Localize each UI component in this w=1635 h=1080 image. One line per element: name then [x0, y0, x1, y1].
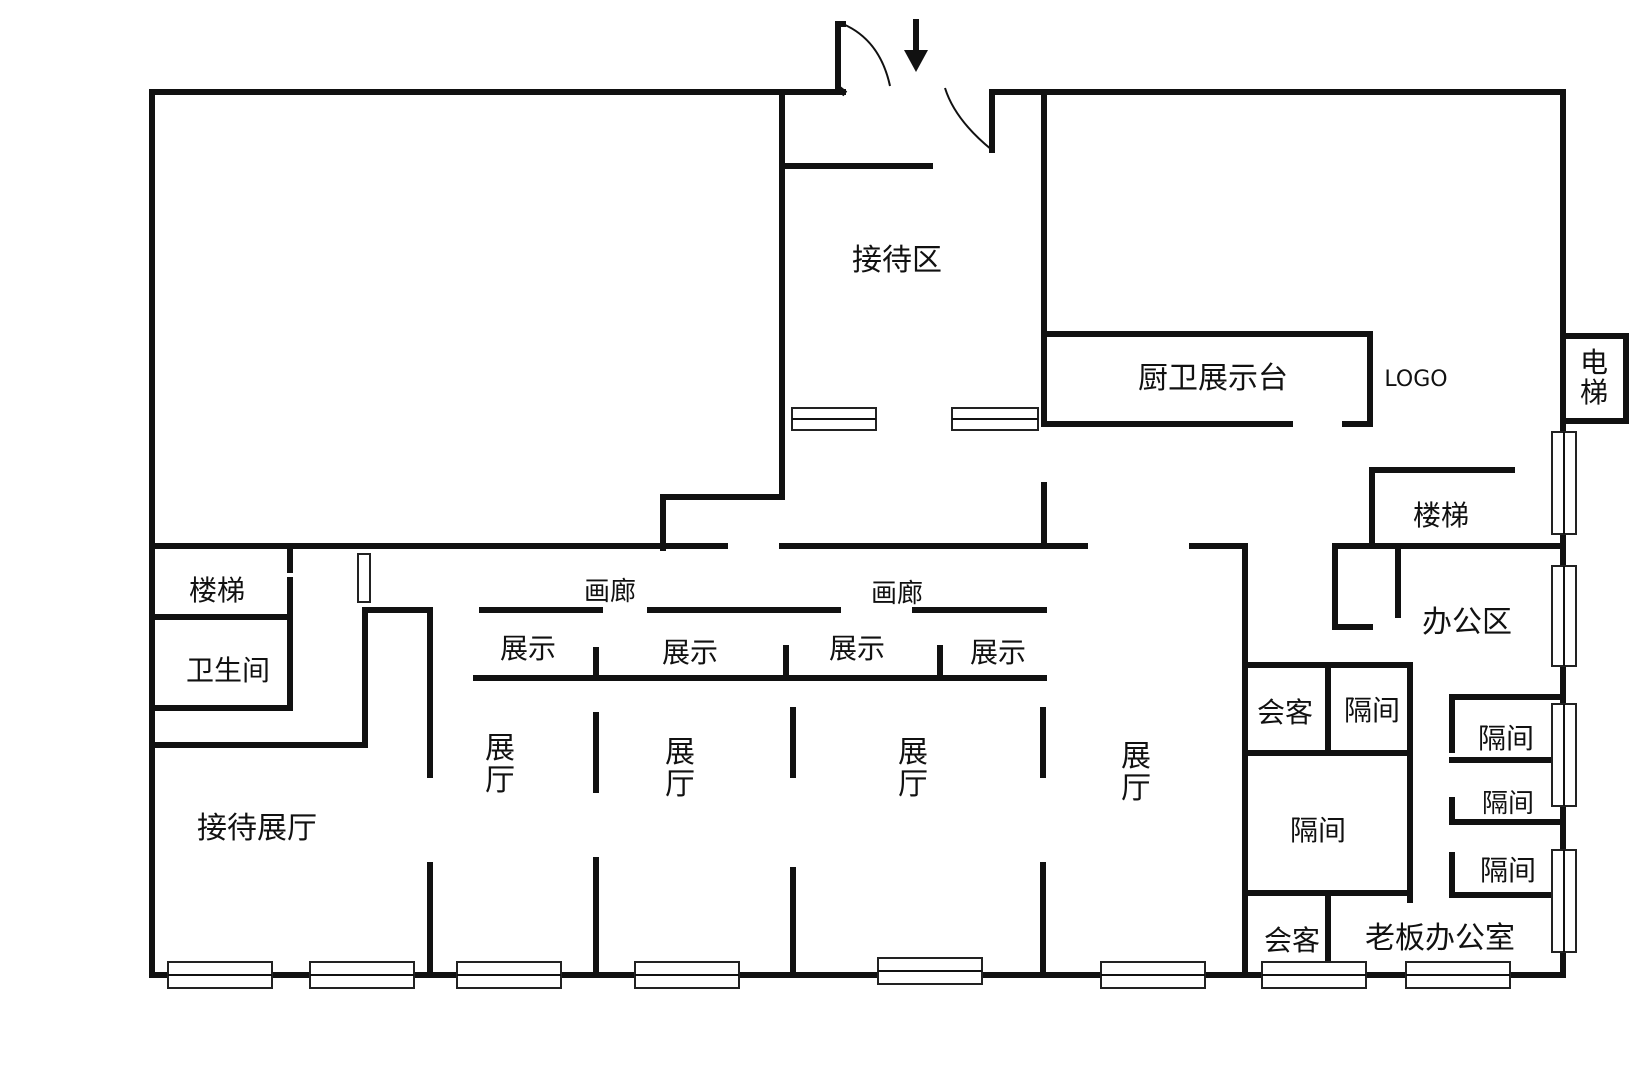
label-hall-1: 展厅	[485, 731, 515, 798]
label-hall-4: 展厅	[1121, 739, 1151, 806]
label-boss-office: 老板办公室	[1365, 921, 1515, 956]
label-meeting-2: 会客	[1264, 924, 1320, 957]
label-gallery-1: 画廊	[584, 577, 636, 607]
label-partition-4: 隔间	[1290, 814, 1346, 847]
entrance-arrow-icon	[904, 19, 928, 72]
label-display-2: 展示	[662, 636, 718, 669]
label-display-4: 展示	[970, 636, 1026, 669]
label-stairs-right: 楼梯	[1413, 499, 1469, 532]
label-partition-2: 隔间	[1478, 722, 1534, 755]
label-partition-1: 隔间	[1344, 694, 1400, 727]
label-display-1: 展示	[500, 632, 556, 665]
windows	[167, 407, 1577, 989]
label-partition-3: 隔间	[1482, 789, 1534, 819]
label-logo: LOGO	[1384, 367, 1447, 392]
label-partition-5: 隔间	[1480, 854, 1536, 887]
label-stairs-left: 楼梯	[189, 574, 245, 607]
room-labels: 接待区 厨卫展示台 LOGO 电梯 楼梯 办公区 楼梯 卫生间 画廊 画廊 展示…	[186, 243, 1608, 957]
label-office-area: 办公区	[1422, 605, 1512, 640]
outer-walls	[149, 89, 1566, 978]
label-elevator: 电梯	[1580, 346, 1608, 409]
label-kitchen-bath-display: 厨卫展示台	[1138, 361, 1288, 396]
hall-labels: 展厅 展厅 展厅 展厅	[485, 731, 1151, 806]
label-hall-2: 展厅	[665, 735, 695, 802]
label-reception-hall: 接待展厅	[197, 811, 317, 846]
entrance-door	[835, 21, 995, 153]
label-meeting-1: 会客	[1257, 696, 1313, 729]
label-gallery-2: 画廊	[871, 579, 923, 609]
label-restroom: 卫生间	[186, 654, 270, 687]
label-hall-3: 展厅	[898, 735, 928, 802]
label-display-3: 展示	[829, 632, 885, 665]
label-reception-area: 接待区	[852, 243, 942, 278]
interior-walls	[149, 89, 1629, 978]
